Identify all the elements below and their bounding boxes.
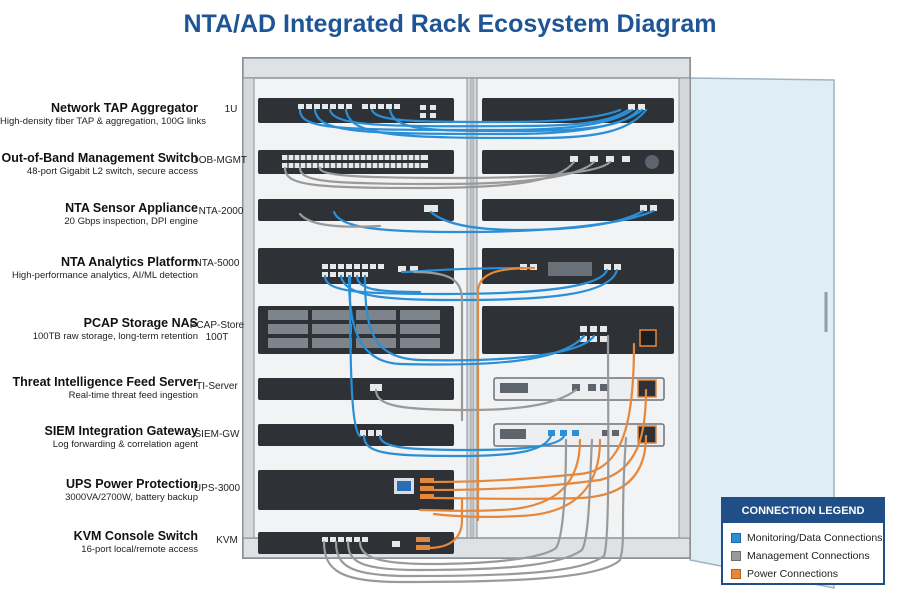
power-cable <box>476 266 536 522</box>
device-name: Network TAP Aggregator <box>50 101 198 115</box>
power-cable <box>432 434 648 500</box>
device-code: 1U <box>224 104 238 115</box>
device-left-ups-power-protection <box>258 470 454 510</box>
device-description: 48-port Gigabit L2 switch, secure access <box>26 166 198 177</box>
data-cable <box>378 434 566 452</box>
label-kvm-console-switch: KVM Console Switch 16-port local/remote … <box>0 529 198 556</box>
device-name: KVM Console Switch <box>73 529 198 543</box>
device-name: SIEM Integration Gateway <box>44 424 198 438</box>
label-network-tap-aggregator: Network TAP Aggregator High-density fibe… <box>0 101 206 128</box>
label-threat-intelligence-server: Threat Intelligence Feed Server Real-tim… <box>0 375 199 402</box>
device-description: Real-time threat feed ingestion <box>68 390 198 401</box>
legend-title: CONNECTION LEGEND <box>723 499 883 523</box>
data-cable <box>363 274 596 362</box>
device-code: SIEM-GW <box>194 429 240 440</box>
device-name: UPS Power Protection <box>66 477 198 491</box>
legend-item-power: Power Connections <box>723 565 883 583</box>
device-description: 3000VA/2700W, battery backup <box>65 492 198 503</box>
power-cable <box>432 388 648 492</box>
device-description: 20 Gbps inspection, DPI engine <box>64 216 198 227</box>
legend-label: Monitoring/Data Connections <box>747 532 883 544</box>
label-pcap-storage-nas: PCAP Storage NAS 100TB raw storage, long… <box>0 316 198 343</box>
device-right-threat-intelligence-server <box>493 377 665 401</box>
device-name: PCAP Storage NAS <box>83 316 198 330</box>
management-cable <box>322 436 628 584</box>
device-description: Log forwarding & correlation agent <box>52 439 198 450</box>
label-ups-power-protection: UPS Power Protection 3000VA/2700W, batte… <box>0 477 198 504</box>
power-cable <box>418 438 582 512</box>
device-right-network-tap-aggregator <box>482 98 674 123</box>
data-cable <box>344 108 648 140</box>
device-description: 16-port local/remote access <box>81 544 198 555</box>
device-description: High-performance analytics, AI/ML detect… <box>11 270 198 281</box>
label-nta-sensor-appliance: NTA Sensor Appliance 20 Gbps inspection,… <box>0 201 198 228</box>
diagram-title: NTA/AD Integrated Rack Ecosystem Diagram <box>183 10 717 38</box>
power-cable <box>432 438 602 518</box>
management-cable <box>412 270 464 422</box>
management-cable <box>334 334 610 578</box>
device-left-threat-intelligence-server <box>258 378 454 400</box>
connection-legend: CONNECTION LEGEND Monitoring/Data Connec… <box>721 497 885 585</box>
management-cable <box>346 438 594 572</box>
data-cable <box>328 108 630 128</box>
management-cable <box>298 212 382 228</box>
legend-swatch-management <box>731 551 741 561</box>
power-cable <box>426 498 464 550</box>
device-code: UPS-3000 <box>193 483 241 494</box>
device-code: OOB-MGMT <box>190 155 248 166</box>
device-left-network-tap-aggregator <box>258 98 454 123</box>
device-code: NTA-5000 <box>194 258 240 269</box>
rack-right-post <box>678 77 691 539</box>
legend-swatch-power <box>731 569 741 579</box>
device-name: NTA Analytics Platform <box>60 255 198 269</box>
device-name: Threat Intelligence Feed Server <box>12 375 199 389</box>
data-cable <box>388 108 640 133</box>
device-name: Out-of-Band Management Switch <box>1 151 198 165</box>
management-cable <box>374 388 578 412</box>
data-cable <box>332 209 655 234</box>
data-cable <box>400 266 526 274</box>
device-name: NTA Sensor Appliance <box>65 201 198 215</box>
device-description: 100TB raw storage, long-term retention <box>32 331 198 342</box>
rack-top-bar <box>242 57 691 79</box>
device-right-nta-analytics-platform <box>482 248 674 284</box>
label-siem-integration-gateway: SIEM Integration Gateway Log forwarding … <box>0 424 198 451</box>
rack-left-post <box>242 77 255 539</box>
data-cable <box>348 274 362 438</box>
management-cable <box>358 438 568 566</box>
management-cable <box>318 160 612 180</box>
device-right-pcap-storage-nas <box>482 306 674 354</box>
device-right-oob-management-switch <box>482 150 674 174</box>
label-oob-management-switch: Out-of-Band Management Switch 48-port Gi… <box>0 151 198 178</box>
rack-center-post-right <box>472 77 478 539</box>
device-left-nta-analytics-platform <box>258 248 454 284</box>
data-cable <box>355 274 422 294</box>
device-left-siem-integration-gateway <box>258 424 454 446</box>
device-left-oob-management-switch <box>258 150 454 174</box>
rack-center-post-left <box>466 77 472 539</box>
device-right-nta-sensor-appliance <box>482 199 674 221</box>
power-cable <box>432 342 636 484</box>
device-left-nta-sensor-appliance <box>258 199 454 221</box>
legend-swatch-data <box>731 533 741 543</box>
data-cable <box>339 268 619 302</box>
legend-item-data: Monitoring/Data Connections <box>723 529 883 547</box>
device-code: TI-Server <box>196 381 238 392</box>
data-cable <box>323 268 609 296</box>
data-cable <box>370 108 622 124</box>
legend-label: Power Connections <box>747 568 839 580</box>
device-description: High-density fiber TAP & aggregation, 10… <box>0 116 206 127</box>
legend-label: Management Connections <box>747 550 870 562</box>
device-code: NTA-2000 <box>198 206 244 217</box>
label-nta-analytics-platform: NTA Analytics Platform High-performance … <box>0 255 198 282</box>
device-code: KVM <box>216 535 238 546</box>
device-left-kvm-console-switch <box>258 532 454 554</box>
legend-item-management: Management Connections <box>723 547 883 565</box>
device-code: PCAP-Store 100T <box>189 320 245 343</box>
